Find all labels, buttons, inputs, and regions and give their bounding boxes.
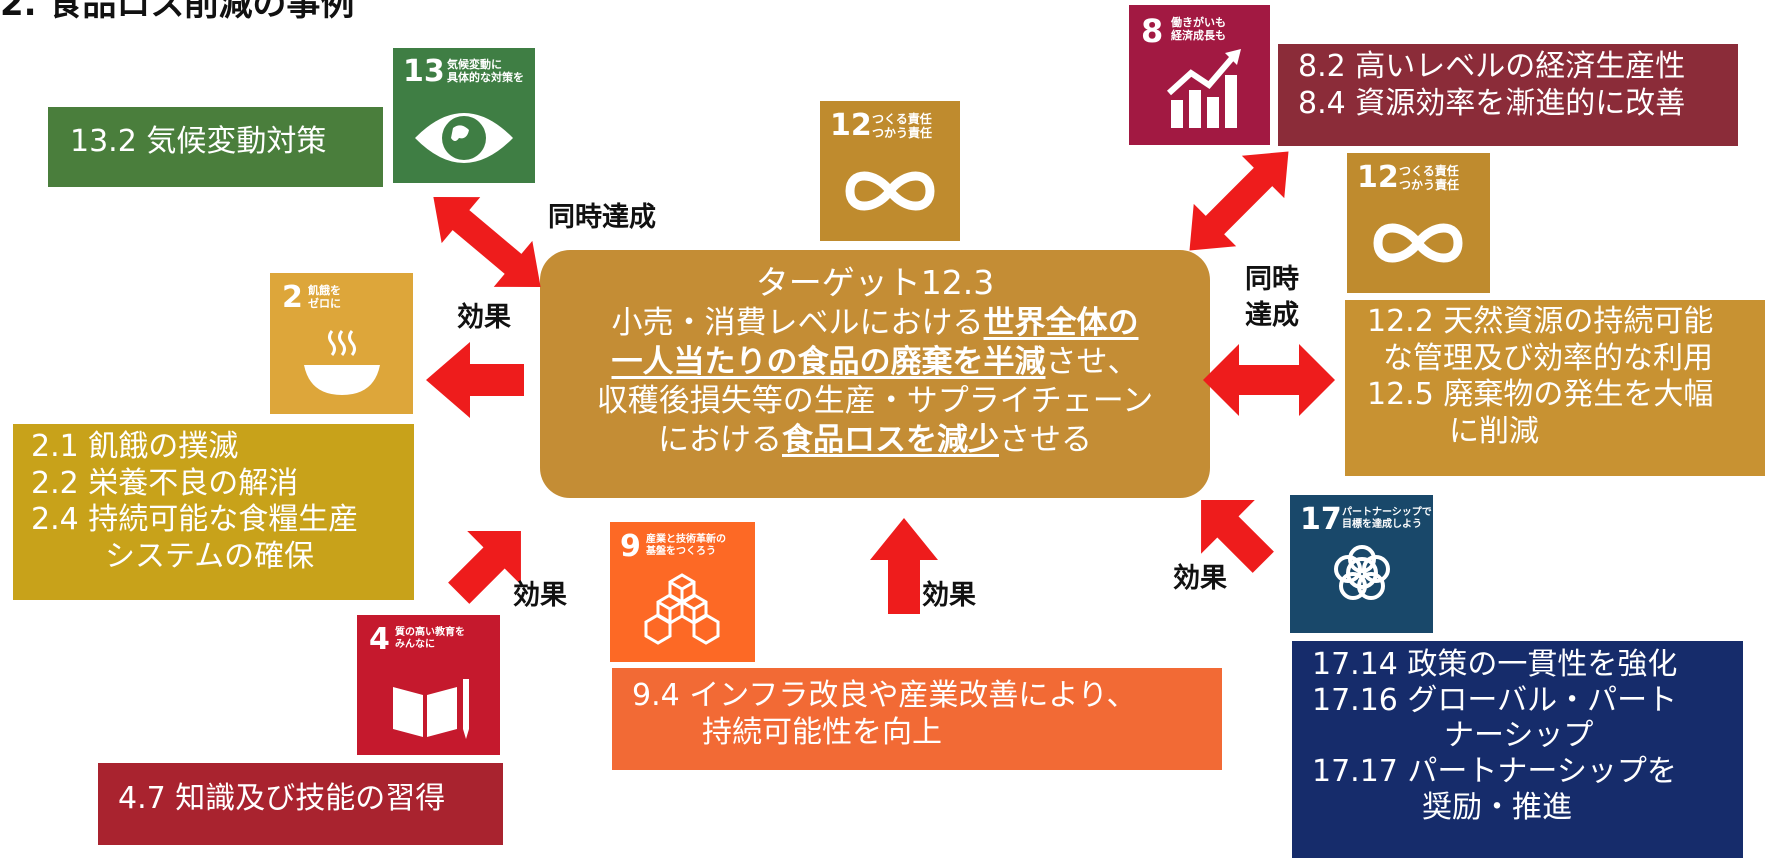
bowl-icon	[304, 330, 380, 395]
target-line: 9.4 インフラ改良や産業改善により、	[632, 678, 1137, 713]
arrow-left-to-sdg2	[426, 342, 524, 418]
infinity-icon	[1373, 223, 1463, 263]
double-arrow-top-right	[1189, 151, 1289, 251]
effect-label: 効果	[1173, 563, 1227, 594]
target-line: 持続可能性を向上	[702, 714, 942, 750]
sdg13-icon: 13 気候変動に 具体的な対策を	[393, 48, 535, 183]
center-title: ターゲット12.3	[755, 263, 995, 302]
double-arrow-top-left	[433, 197, 541, 287]
sdg4-target-box: 4.7 知識及び技能の習得	[98, 763, 503, 845]
sdg2-icon: 2 飢餓を ゼロに	[270, 273, 413, 414]
sdg9-icon: 9 産業と技術革新の 基盤をつくろう	[610, 522, 755, 662]
target-line: システムの確保	[105, 538, 315, 574]
infinity-icon	[845, 171, 935, 211]
sdg4-icon: 4 質の高い教育を みんなに	[357, 615, 500, 755]
target-line: 奨励・推進	[1422, 789, 1572, 825]
sdg-number: 2	[282, 280, 303, 315]
sdg-label: 働きがいも 経済成長も	[1171, 16, 1226, 42]
sdg17-icon: 17 パートナーシップで 目標を達成しよう	[1290, 495, 1433, 633]
center-line: における食品ロスを減少させる	[658, 421, 1092, 458]
sdg-label: 産業と技術革新の 基盤をつくろう	[646, 534, 726, 557]
sdg-label: 質の高い教育を みんなに	[395, 627, 465, 650]
sdg-number: 17	[1300, 502, 1342, 537]
sdg9-target-box: 9.4 インフラ改良や産業改善により、 持続可能性を向上	[612, 668, 1222, 770]
simultaneous-label: 同時達成	[548, 202, 656, 233]
sdg-number: 9	[620, 529, 641, 564]
simultaneous-label: 同時	[1245, 264, 1299, 295]
sdg13-target-box: 13.2 気候変動対策	[48, 107, 383, 187]
effect-label: 効果	[922, 580, 976, 611]
sdg-number: 12	[1357, 160, 1399, 195]
center-line: 一人当たりの食品の廃棄を半減させ、	[611, 343, 1139, 380]
target-line: 2.2 栄養不良の解消	[31, 465, 299, 501]
double-arrow-right	[1203, 344, 1335, 416]
partnership-rings-icon	[1334, 545, 1390, 600]
center-line: 収穫後損失等の生産・サプライチェーン	[596, 382, 1154, 419]
arrow-bottom-right	[1201, 500, 1274, 573]
sdg-label: つくる責任 つかう責任	[1399, 164, 1460, 192]
target-line: な管理及び効率的な利用	[1383, 340, 1713, 376]
sdg17-target-box: 17.14 政策の一貫性を強化 17.16 グローバル・パート ナーシップ 17…	[1292, 641, 1743, 858]
arrow-up-bottom	[870, 518, 938, 614]
effect-label: 効果	[513, 580, 567, 611]
sdg8-target-box: 8.2 高いレベルの経済生産性 8.4 資源効率を漸進的に改善	[1278, 44, 1738, 146]
sdg-label: つくる責任 つかう責任	[872, 112, 933, 140]
sdg-label: 飢餓を ゼロに	[308, 284, 341, 310]
sdg8-icon: 8 働きがいも 経済成長も	[1129, 5, 1270, 145]
sdg-label: パートナーシップで 目標を達成しよう	[1342, 507, 1432, 530]
target-line: 17.17 パートナーシップを	[1312, 754, 1677, 790]
sdg12-target-box: 12.2 天然資源の持続可能 な管理及び効率的な利用 12.5 廃棄物の発生を大…	[1345, 300, 1765, 476]
target-line: に削減	[1449, 413, 1539, 449]
target-line: 17.14 政策の一貫性を強化	[1312, 647, 1678, 682]
sdg-number: 13	[403, 54, 445, 89]
book-pencil-icon	[393, 679, 469, 739]
sdg-number: 4	[369, 622, 390, 657]
simultaneous-label: 達成	[1245, 300, 1299, 331]
effect-label: 効果	[457, 302, 511, 333]
center-line: 小売・消費レベルにおける世界全体の	[611, 304, 1139, 341]
target-12-3-box: ターゲット12.3 小売・消費レベルにおける世界全体の 一人当たりの食品の廃棄を…	[540, 250, 1210, 498]
arrow-bottom-left	[448, 531, 521, 604]
target-line: 2.1 飢餓の撲滅	[31, 429, 239, 464]
target-line: 4.7 知識及び技能の習得	[118, 781, 446, 816]
sdg-number: 8	[1141, 12, 1164, 50]
growth-chart-icon	[1166, 49, 1241, 128]
page-title-cut: 2. 食品ロス削減の事例	[0, 0, 355, 24]
sdg12-right-icon: 12 つくる責任 つかう責任	[1347, 153, 1490, 293]
target-line: 8.2 高いレベルの経済生産性	[1298, 49, 1686, 84]
sdg-number: 12	[830, 108, 872, 143]
target-line: 12.2 天然資源の持続可能	[1367, 304, 1714, 339]
eye-globe-icon	[415, 113, 513, 163]
target-line: 17.16 グローバル・パート	[1312, 682, 1678, 718]
target-line: 8.4 資源効率を漸進的に改善	[1298, 85, 1686, 121]
target-line: ナーシップ	[1444, 718, 1594, 754]
sdg-label: 気候変動に 具体的な対策を	[447, 58, 524, 84]
sdg2-target-box: 2.1 飢餓の撲滅 2.2 栄養不良の解消 2.4 持続可能な食糧生産 システム…	[13, 424, 414, 600]
cubes-icon	[644, 573, 720, 645]
sdg12-top-icon: 12 つくる責任 つかう責任	[820, 101, 960, 241]
target-line: 12.5 廃棄物の発生を大幅	[1367, 377, 1714, 413]
target-line: 13.2 気候変動対策	[70, 124, 327, 159]
target-line: 2.4 持続可能な食糧生産	[31, 502, 359, 538]
